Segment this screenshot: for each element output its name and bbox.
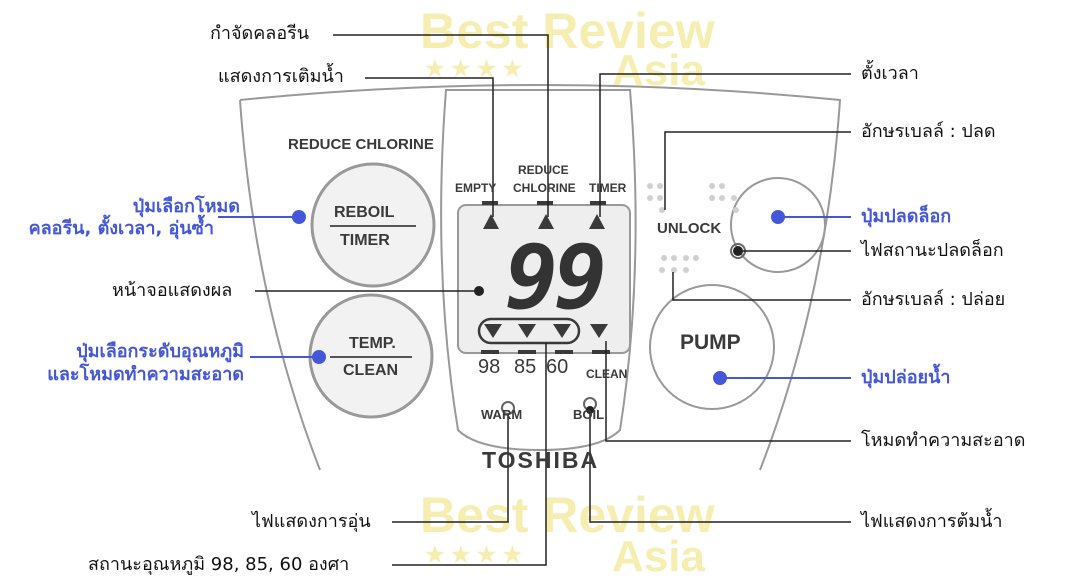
timer-small-label: TIMER	[589, 181, 627, 195]
leader-unlock-button-dot	[771, 210, 785, 224]
temp-85-label: 85	[514, 356, 537, 378]
temp-label[interactable]: TEMP.	[349, 335, 396, 352]
empty-label: EMPTY	[455, 181, 497, 195]
callout-clean-mode: โหมดทำความสะอาด	[861, 430, 1026, 451]
center-panel	[440, 89, 637, 452]
chlorine-indicator-icon	[538, 214, 554, 229]
pump-button	[649, 284, 775, 410]
display-digits: 99	[505, 226, 607, 329]
leader-chlorine	[333, 34, 549, 217]
watermark-top-stars: ★ ★ ★ ★	[425, 56, 523, 81]
reduce-chlorine-heading: REDUCE CHLORINE	[288, 136, 434, 153]
leader-braille-unlock	[664, 131, 851, 210]
leader-boil-dot	[586, 406, 594, 414]
callout-water-fill: แสดงการเติมน้ำ	[218, 66, 344, 87]
leader-display-dot	[474, 286, 484, 296]
temp-bar	[481, 350, 499, 354]
indicator-bar	[590, 201, 606, 205]
watermark-bottom-line1: Best Review	[420, 487, 715, 543]
callout-unlock-button: ปุ่มปลดล็อก	[861, 206, 952, 227]
callout-chlorine-removal: กำจัดคลอรีน	[210, 23, 310, 44]
clean-indicator-icon	[590, 324, 608, 338]
callout-braille-unlock: อักษรเบลล์ : ปลด	[861, 121, 996, 142]
callout-temp-button-line2: และโหมดทำความสะอาด	[47, 364, 244, 385]
indicator-bar	[537, 201, 553, 205]
watermark-bottom-stars: ★ ★ ★ ★	[425, 542, 523, 567]
boil-label: BOIL	[573, 407, 605, 422]
timer-label[interactable]: TIMER	[340, 232, 390, 249]
leader-temp-button-dot	[312, 350, 326, 364]
temp-bar	[592, 350, 610, 354]
brand-logo: TOSHIBA	[482, 447, 600, 473]
empty-indicator-icon	[483, 214, 499, 229]
callout-temp-status: สถานะอุณหภูมิ 98, 85, 60 องศา	[88, 554, 350, 575]
indicator-bar	[482, 201, 498, 205]
leader-unlock-light-dot	[733, 246, 743, 256]
callout-timer-setting: ตั้งเวลา	[861, 63, 919, 84]
reboil-label[interactable]: REBOIL	[334, 204, 395, 221]
callout-warm-light: ไฟแสดงการอุ่น	[252, 511, 371, 532]
temp-60-label: 60	[546, 356, 569, 378]
unlock-label[interactable]: UNLOCK	[657, 220, 722, 237]
callout-pump-button: ปุ่มปล่อยน้ำ	[861, 367, 951, 388]
leader-temp-status	[392, 343, 547, 566]
leader-braille-release	[672, 272, 851, 301]
clean-small-label: CLEAN	[586, 367, 628, 381]
timer-indicator-icon	[589, 214, 605, 229]
braille-unlock-icon	[647, 183, 739, 213]
unlock-button	[730, 177, 826, 273]
callout-display-screen: หน้าจอแสดงผล	[112, 280, 233, 301]
warm-light	[501, 401, 515, 415]
pump-label[interactable]: PUMP	[680, 331, 741, 354]
temp-bar	[518, 350, 536, 354]
leader-water-fill	[365, 77, 494, 217]
braille-release-icon	[659, 255, 699, 273]
callout-unlock-light: ไฟสถานะปลดล็อก	[861, 240, 1004, 261]
callout-braille-release: อักษรเบลล์ : ปล่อย	[861, 289, 1006, 310]
leader-timer	[599, 73, 851, 217]
warm-label: WARM	[481, 407, 523, 422]
temp-bar	[555, 350, 573, 354]
clean-label[interactable]: CLEAN	[343, 362, 399, 379]
leader-boil-light	[589, 410, 851, 523]
temp-98-indicator-icon	[484, 324, 502, 338]
watermark-bottom-line2: Asia	[612, 532, 705, 581]
leader-warm-light	[392, 415, 509, 523]
callout-mode-button-line2: คลอรีน, ตั้งเวลา, อุ่นซ้ำ	[28, 218, 214, 239]
panel-outline	[239, 84, 842, 471]
watermark-top-line1: Best Review	[420, 3, 715, 59]
temp-selection-frame	[477, 317, 581, 345]
panel-outline-left	[239, 99, 321, 471]
reduce-label: REDUCE	[518, 163, 569, 177]
callout-temp-button-line1: ปุ่มเลือกระดับอุณหภูมิ	[76, 341, 244, 362]
leader-clean-mode	[605, 341, 851, 442]
chlorine-label: CHLORINE	[513, 181, 576, 195]
callout-mode-button-line1: ปุ่มเลือกโหมด	[132, 196, 240, 217]
leader-mode-button-dot	[292, 210, 306, 224]
temp-85-indicator-icon	[518, 324, 536, 338]
leader-pump-dot	[713, 371, 727, 385]
temp-60-indicator-icon	[553, 324, 571, 338]
temp-98-label: 98	[478, 356, 501, 378]
callout-boil-light: ไฟแสดงการต้มน้ำ	[861, 511, 1003, 532]
